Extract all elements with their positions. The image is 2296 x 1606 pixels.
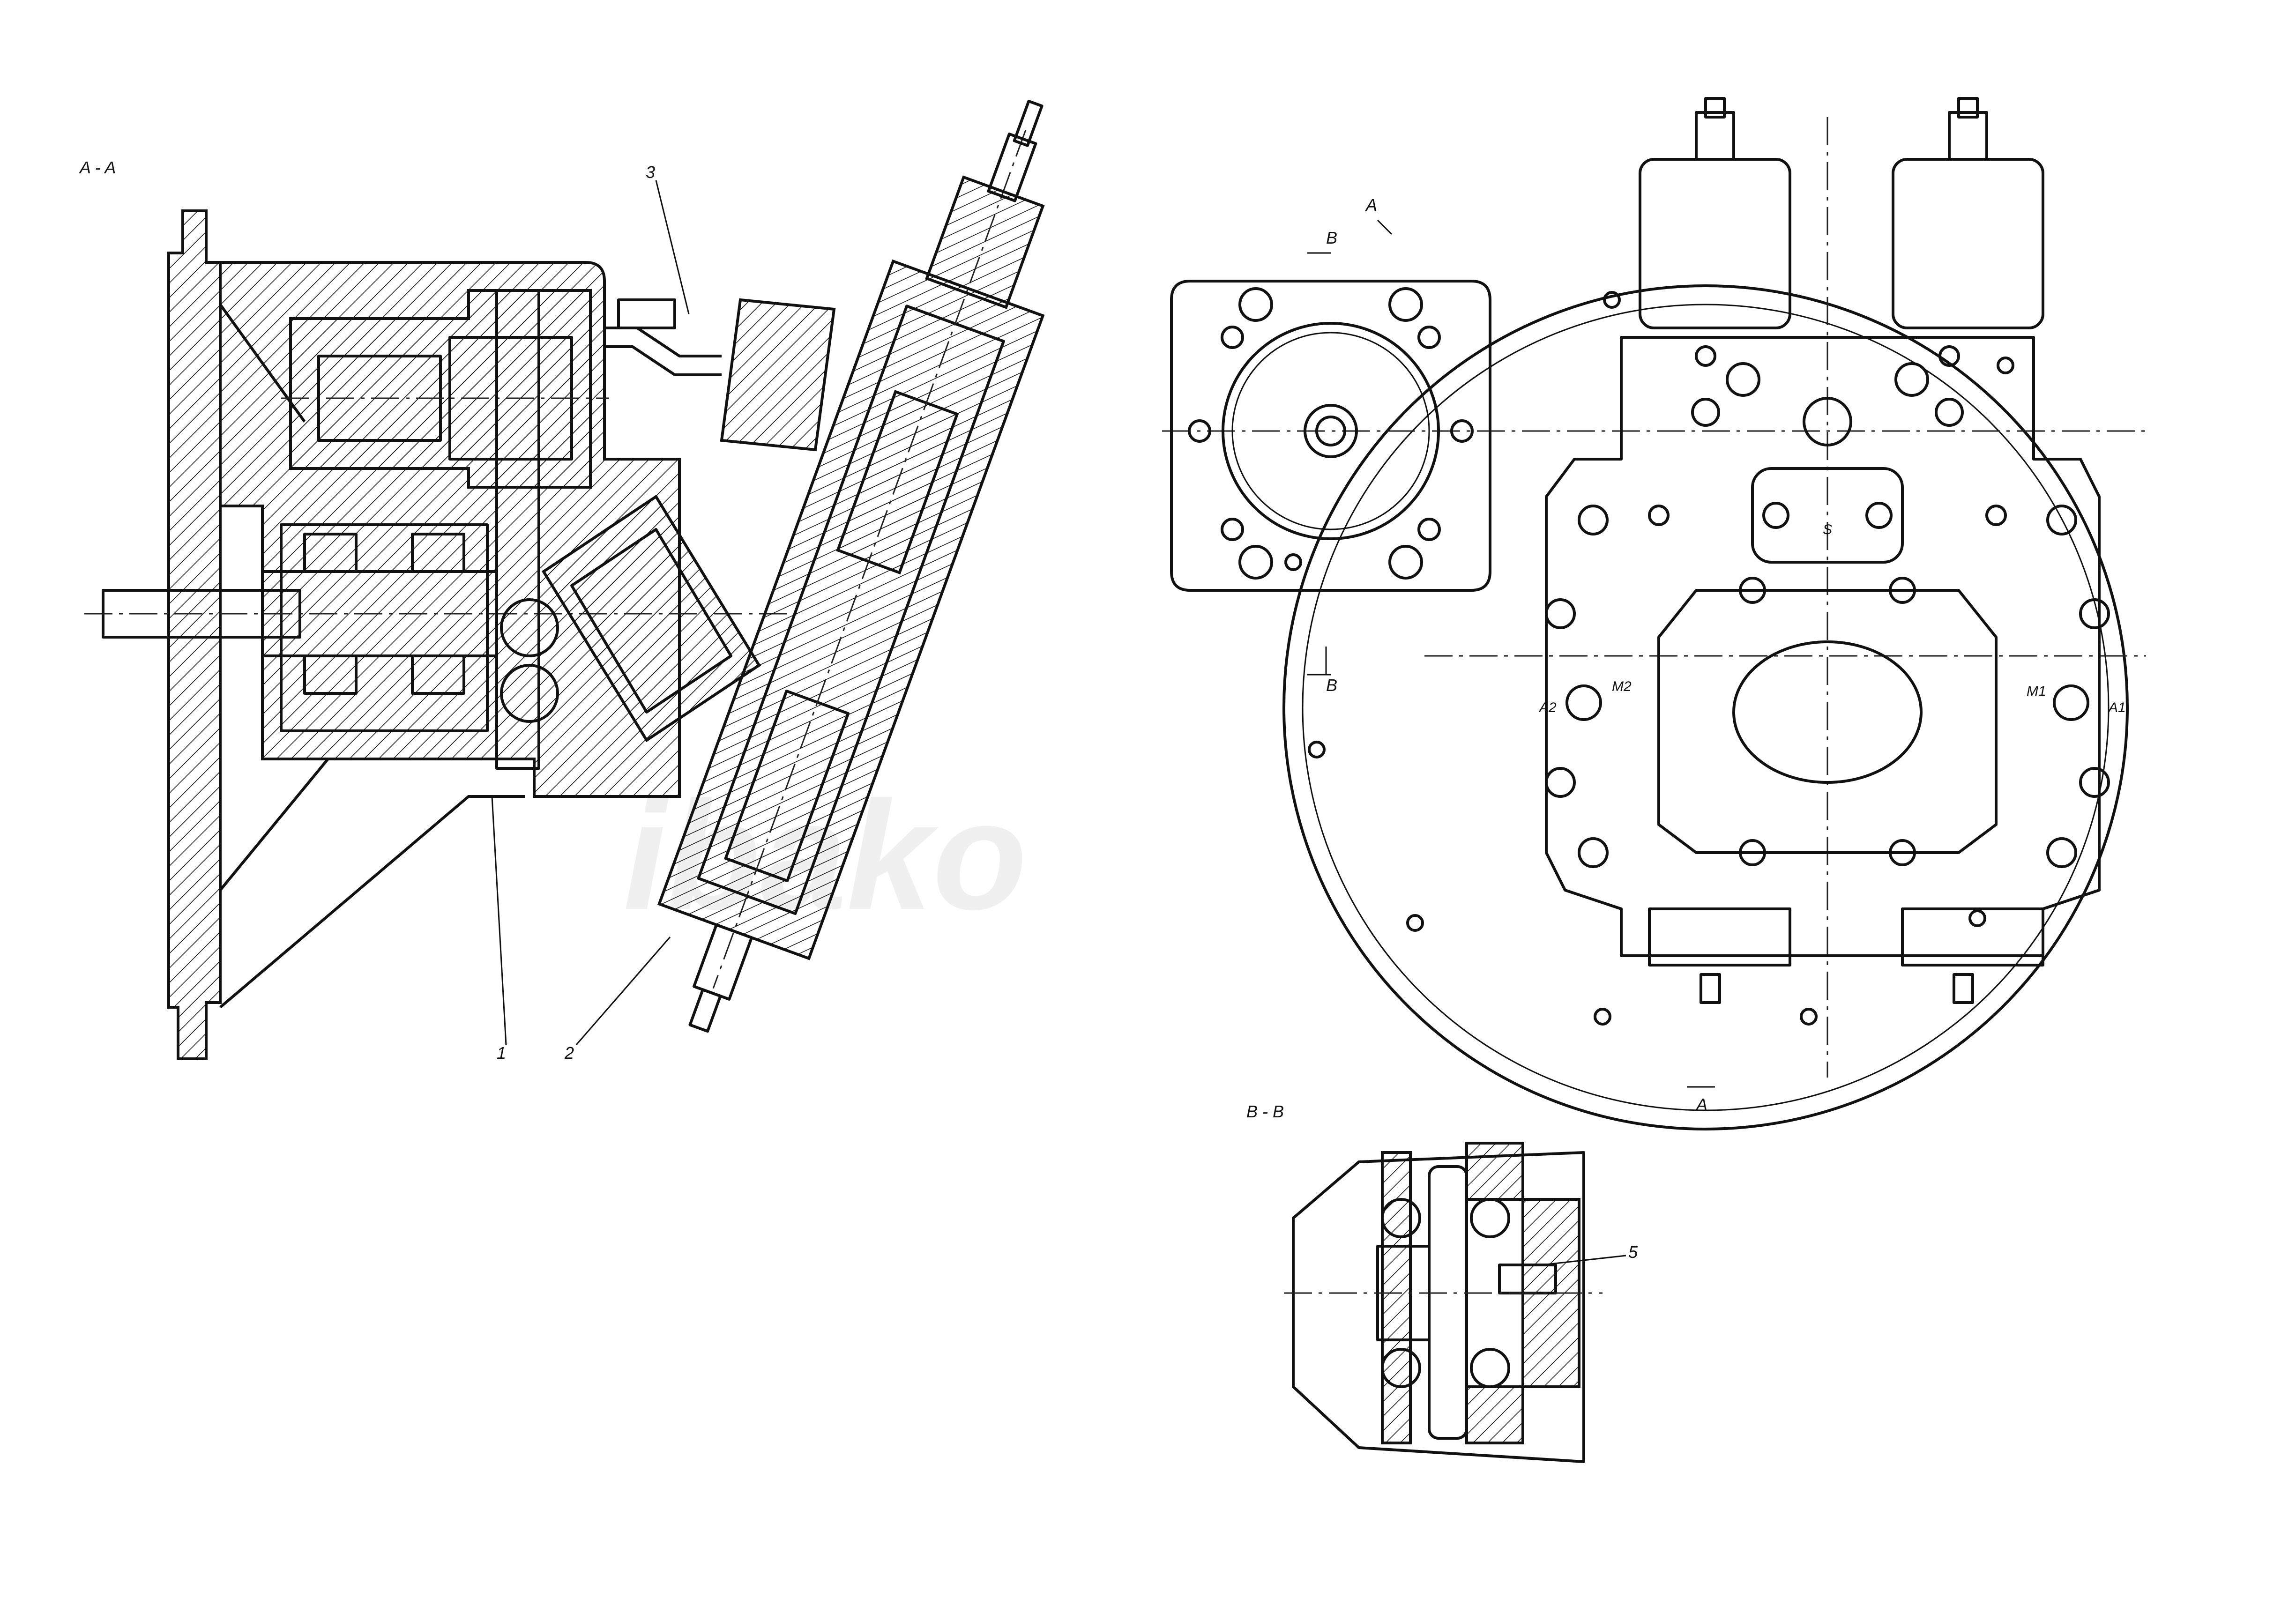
section-aa-view bbox=[84, 99, 1045, 1060]
cut-mark-a-bottom: A bbox=[1695, 1095, 1707, 1114]
port-label-s: S bbox=[1823, 522, 1832, 537]
callout-5: 5 bbox=[1628, 1242, 1638, 1262]
section-aa-label: A - A bbox=[79, 158, 116, 177]
callout-2: 2 bbox=[564, 1043, 574, 1063]
port-label-m2: M2 bbox=[1612, 679, 1632, 694]
section-bb-view bbox=[1284, 1142, 1626, 1463]
section-bb-label: B - B bbox=[1246, 1102, 1284, 1121]
port-label-m1: M1 bbox=[2027, 684, 2046, 699]
port-label-a1: A1 bbox=[2108, 700, 2126, 715]
callout-3: 3 bbox=[646, 163, 655, 182]
cut-mark-a-top: A bbox=[1365, 195, 1377, 215]
port-label-a2: A2 bbox=[1538, 700, 1557, 715]
callout-1: 1 bbox=[497, 1043, 506, 1063]
cut-mark-b-bottom: B bbox=[1326, 676, 1337, 695]
front-view bbox=[1162, 97, 2146, 1130]
cut-mark-b-top: B bbox=[1326, 228, 1337, 247]
